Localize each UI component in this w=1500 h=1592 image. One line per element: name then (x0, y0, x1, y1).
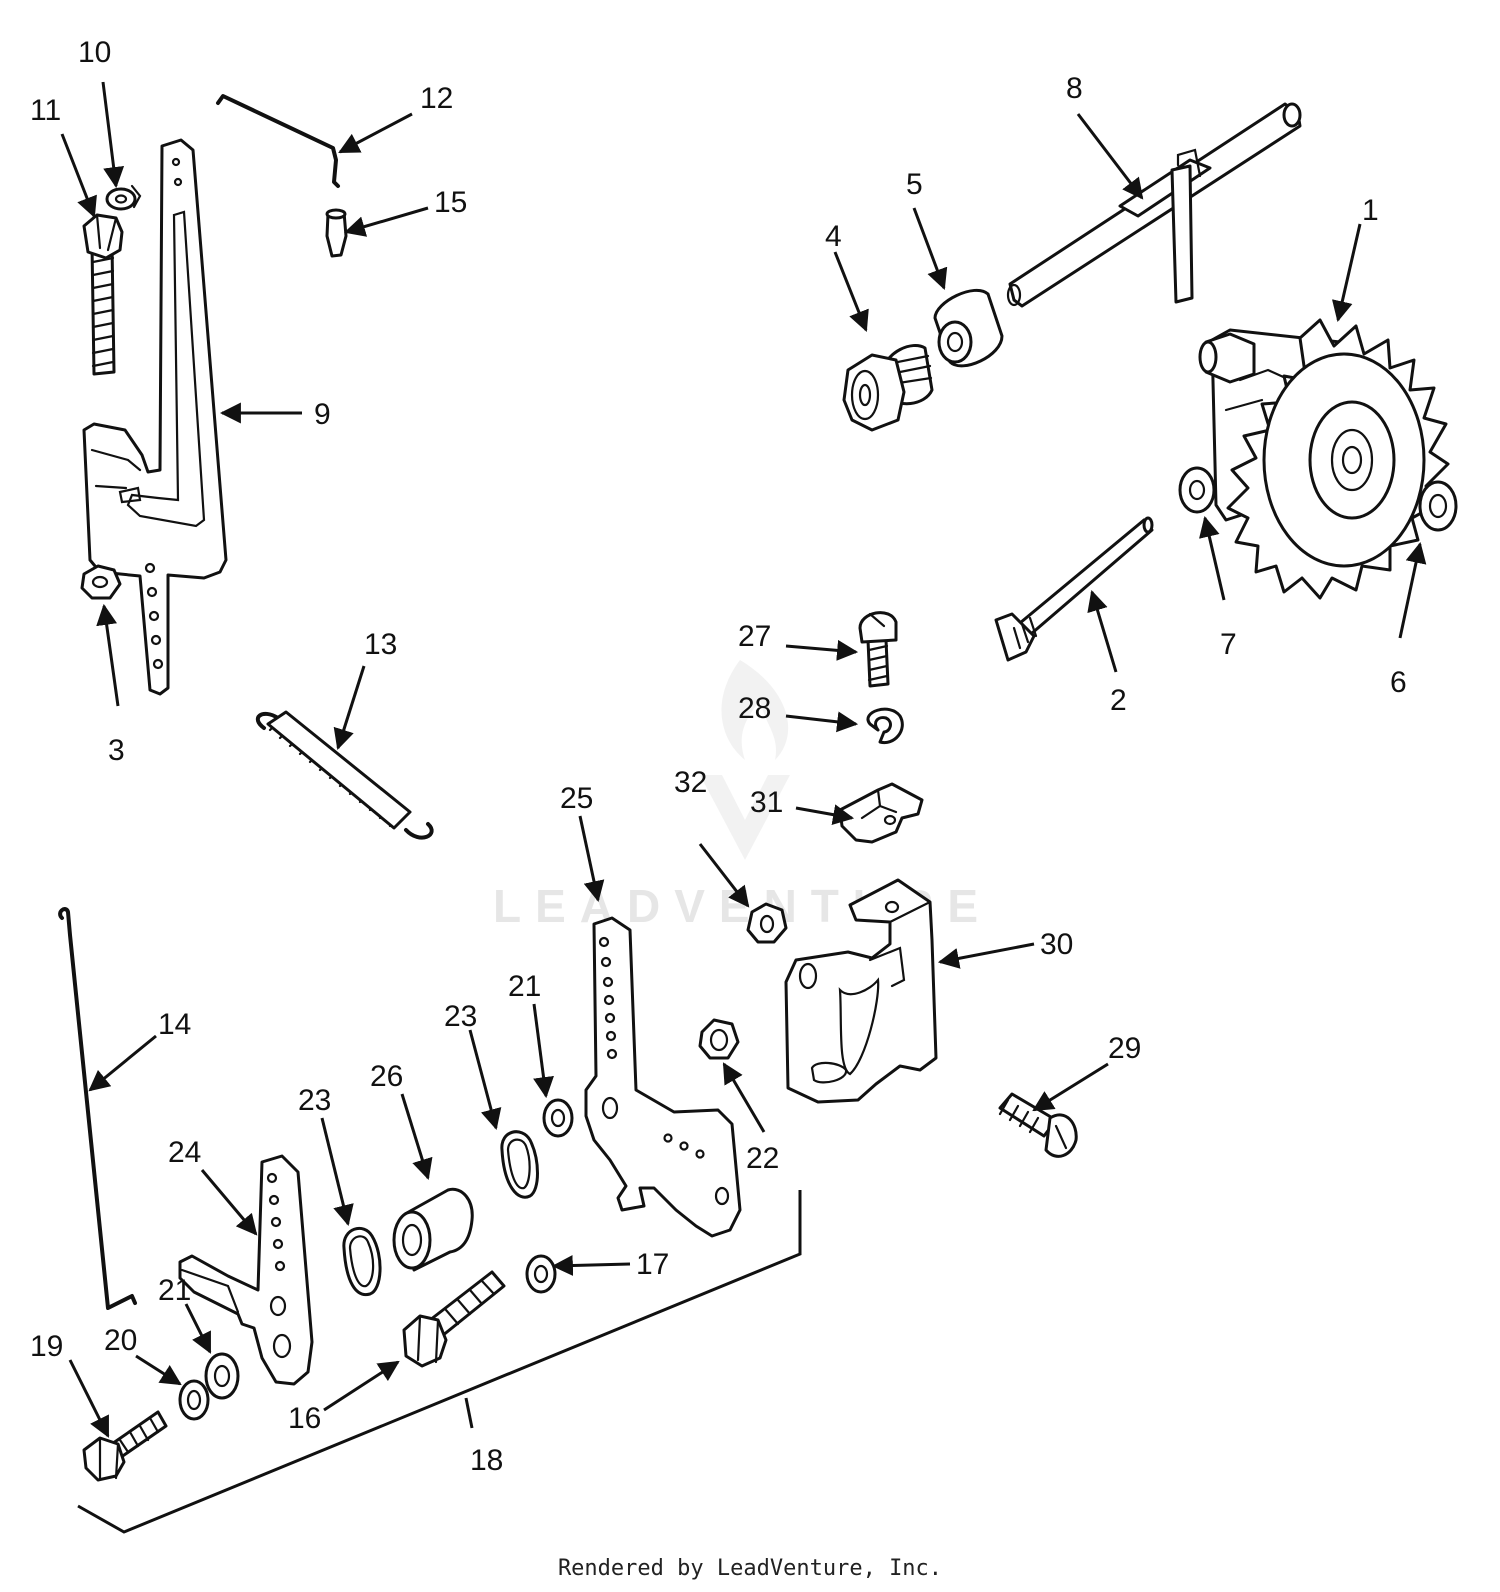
callout-31: 31 (750, 786, 783, 819)
part-23-wave-washer-left (342, 1226, 382, 1297)
part-12-link-wire (216, 94, 340, 188)
footer-credit: Rendered by LeadVenture, Inc. (557, 1556, 943, 1581)
part-23-wave-washer-right (500, 1130, 539, 1199)
part-10-clip (105, 184, 142, 211)
part-16-bolt (402, 1270, 506, 1368)
part-22-nut (698, 1018, 740, 1060)
callout-19: 19 (30, 1330, 63, 1363)
part-15-swivel (325, 208, 348, 258)
part-2-shaft-pin (994, 516, 1154, 662)
callout-17: 17 (636, 1248, 669, 1281)
callout-29: 29 (1108, 1032, 1141, 1065)
part-7-washer (1178, 466, 1216, 514)
callout-8: 8 (1066, 72, 1083, 105)
callout-11: 11 (30, 94, 61, 127)
callout-21-upper: 21 (508, 970, 541, 1003)
callout-20: 20 (104, 1324, 137, 1357)
callout-21-lower: 21 (158, 1274, 191, 1307)
part-21-washer-upper (542, 1098, 574, 1138)
callout-27: 27 (738, 620, 771, 653)
callout-5: 5 (906, 168, 923, 201)
callout-10: 10 (78, 36, 111, 69)
callout-6: 6 (1390, 666, 1407, 699)
part-29-screw (998, 1092, 1078, 1158)
callout-23-right: 23 (444, 1000, 477, 1033)
callout-30: 30 (1040, 928, 1073, 961)
callout-22: 22 (746, 1142, 779, 1175)
callout-24: 24 (168, 1136, 201, 1169)
part-6-washer (1418, 480, 1458, 532)
part-26-spacer (392, 1187, 474, 1272)
part-27-screw (858, 611, 898, 688)
callout-9: 9 (314, 398, 331, 431)
assembly-18-bracket (77, 1190, 802, 1534)
part-13-spring (256, 710, 434, 840)
part-31-clamp (838, 782, 924, 844)
part-8-governor-shaft (1006, 102, 1302, 308)
part-14-rod (58, 907, 137, 1310)
callout-2: 2 (1110, 684, 1127, 717)
part-20-lock-washer (178, 1379, 210, 1421)
part-30-mounting-bracket (784, 878, 938, 1104)
part-3-nut (80, 564, 122, 600)
part-1-governor-gear (1198, 318, 1450, 600)
part-19-bolt (82, 1410, 168, 1482)
callout-15: 15 (434, 186, 467, 219)
callout-3: 3 (108, 734, 125, 767)
callout-26: 26 (370, 1060, 403, 1093)
part-28-e-clip (866, 707, 904, 745)
callout-16: 16 (288, 1402, 321, 1435)
callout-12: 12 (420, 82, 453, 115)
part-5-bushing (933, 288, 1004, 368)
part-11-bolt (82, 213, 124, 376)
callout-7: 7 (1220, 628, 1237, 661)
callout-14: 14 (158, 1008, 191, 1041)
part-9-control-bracket (82, 138, 228, 696)
callout-labels: 1 2 3 4 5 6 7 8 9 10 11 12 13 14 15 16 1… (30, 36, 1407, 1477)
callout-32: 32 (674, 766, 707, 799)
callout-13: 13 (364, 628, 397, 661)
callout-25: 25 (560, 782, 593, 815)
callout-1: 1 (1362, 194, 1379, 227)
part-17-washer (525, 1254, 557, 1294)
leader-arrows (60, 81, 1427, 1438)
watermark-logo (700, 660, 790, 860)
part-32-nut (746, 902, 788, 944)
part-25-lever-plate (584, 916, 742, 1238)
callout-4: 4 (825, 220, 842, 253)
part-24-lever (178, 1154, 314, 1386)
part-4-bushing-nut (842, 344, 934, 432)
callout-23-left: 23 (298, 1084, 331, 1117)
callout-28: 28 (738, 692, 771, 725)
part-21-washer-lower (204, 1352, 240, 1400)
callout-18: 18 (470, 1444, 503, 1477)
